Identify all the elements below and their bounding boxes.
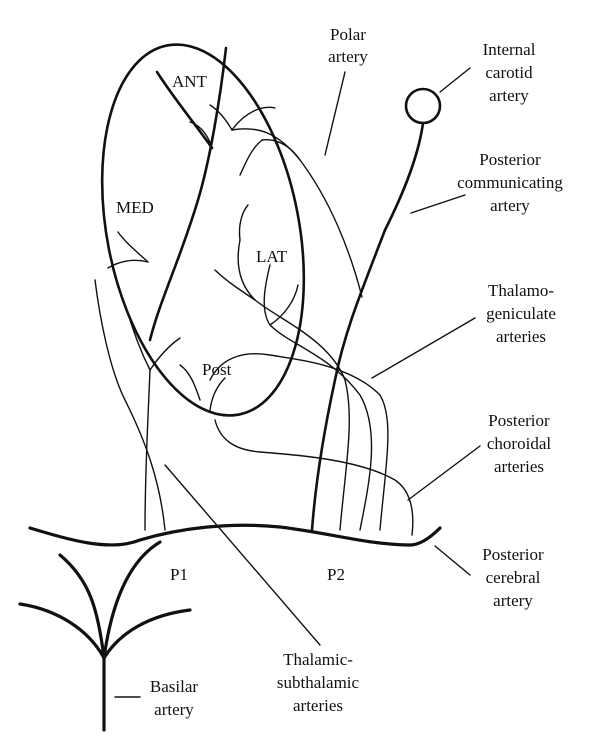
thalamogeniculate-branch-1 <box>214 269 256 301</box>
internal-carotid-leader <box>439 67 471 93</box>
svg-text:Thalamo-: Thalamo- <box>488 281 554 300</box>
svg-text:Basilar: Basilar <box>150 677 198 696</box>
p1-label: P1 <box>170 565 188 584</box>
svg-text:arteries: arteries <box>293 696 343 715</box>
polar-branch-1 <box>261 138 301 161</box>
thalamogeniculate-vessel-2 <box>263 264 373 531</box>
basilar-artery-label: Basilar artery <box>150 677 198 719</box>
posterior-choroidal-arteries-label: Posterior choroidal arteries <box>487 411 551 476</box>
svg-text:choroidal: choroidal <box>487 434 551 453</box>
post-branch-2 <box>209 377 226 411</box>
posterior-cerebral-artery-label: Posterior cerebral artery <box>482 545 544 610</box>
ant-label: ANT <box>172 72 208 91</box>
polar-branch-5 <box>189 121 213 149</box>
svg-text:carotid: carotid <box>485 63 533 82</box>
svg-text:Thalamic-: Thalamic- <box>283 650 353 669</box>
polar-vessel <box>231 128 363 298</box>
basilar-left-branch-lower <box>18 602 106 660</box>
svg-text:Polar: Polar <box>330 25 366 44</box>
thalamogeniculate-vessel-1 <box>237 239 350 531</box>
posterior-communicating-vessel <box>310 121 425 532</box>
svg-text:subthalamic: subthalamic <box>277 673 360 692</box>
polar-leader <box>324 71 346 156</box>
svg-text:Posterior: Posterior <box>479 150 541 169</box>
thalamogeniculate-branch-3 <box>238 204 249 241</box>
basilar-left-branch-upper <box>58 553 106 660</box>
thalamogeniculate-branch-2 <box>269 284 299 326</box>
posterior-cerebral-leader <box>434 545 471 576</box>
post-label: Post <box>202 360 232 379</box>
svg-text:artery: artery <box>493 591 533 610</box>
svg-text:arteries: arteries <box>496 327 546 346</box>
basilar-right-branch-lower <box>102 608 192 660</box>
svg-text:artery: artery <box>489 86 529 105</box>
p2-label: P2 <box>327 565 345 584</box>
thalamic-subthalamic-branch-1 <box>129 319 151 371</box>
svg-text:cerebral: cerebral <box>486 568 541 587</box>
svg-text:artery: artery <box>490 196 530 215</box>
posterior-communicating-leader <box>410 194 466 214</box>
medial-lateral-border <box>148 46 228 342</box>
polar-branch-3 <box>209 104 233 131</box>
thalamogeniculate-arteries-label: Thalamo- geniculate arteries <box>486 281 556 346</box>
thalamic-subthalamic-vessel-1 <box>94 279 166 531</box>
thalamus-outline <box>100 43 306 417</box>
polar-branch-4 <box>231 106 276 131</box>
basilar-right-branch-upper <box>102 540 162 660</box>
internal-carotid-circle <box>404 87 442 125</box>
anterior-nucleus-border <box>155 70 214 150</box>
posterior-choroidal-vessel-2 <box>214 419 414 536</box>
svg-text:Internal: Internal <box>483 40 536 59</box>
thalamic-subthalamic-branch-2 <box>149 337 181 371</box>
posterior-cerebral-vessel <box>28 523 442 547</box>
svg-text:arteries: arteries <box>494 457 544 476</box>
svg-text:Posterior: Posterior <box>482 545 544 564</box>
post-branch-1 <box>179 364 201 401</box>
med-branch-1 <box>117 231 149 263</box>
svg-text:geniculate: geniculate <box>486 304 556 323</box>
posterior-communicating-artery-label: Posterior communicating artery <box>457 150 563 215</box>
thalamic-subthalamic-leader <box>164 464 321 646</box>
svg-text:artery: artery <box>328 47 368 66</box>
polar-branch-2 <box>239 139 263 176</box>
thalamic-subthalamic-vessel-2 <box>144 369 151 531</box>
internal-carotid-artery-label: Internal carotid artery <box>483 40 536 105</box>
svg-text:communicating: communicating <box>457 173 563 192</box>
svg-text:artery: artery <box>154 700 194 719</box>
thalamic-subthalamic-arteries-label: Thalamic- subthalamic arteries <box>277 650 360 715</box>
polar-artery-label: Polar artery <box>328 25 368 66</box>
lat-label: LAT <box>256 247 288 266</box>
svg-text:Posterior: Posterior <box>488 411 550 430</box>
posterior-choroidal-vessel-1 <box>209 353 389 531</box>
posterior-choroidal-leader <box>407 445 481 501</box>
med-branch-2 <box>107 259 149 269</box>
med-label: MED <box>116 198 154 217</box>
thalamogeniculate-leader <box>371 317 476 379</box>
